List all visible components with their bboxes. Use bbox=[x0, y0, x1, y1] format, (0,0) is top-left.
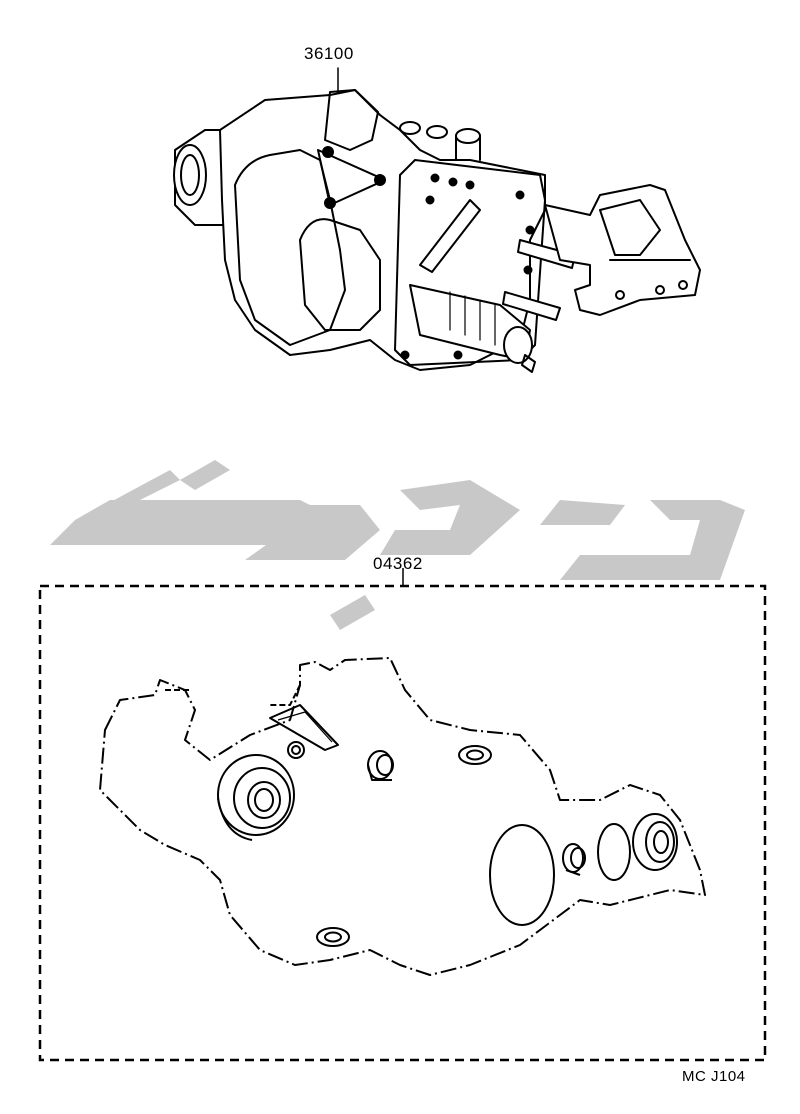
figure-reference: MC J104 bbox=[682, 1068, 746, 1085]
kit-boundary bbox=[38, 568, 767, 1062]
watermark-logo bbox=[50, 460, 745, 630]
gasket-kit-drawing bbox=[99, 657, 706, 976]
kit-part-number: 04362 bbox=[373, 554, 423, 573]
assembly-part-number: 36100 bbox=[304, 44, 354, 63]
transfer-assembly-drawing bbox=[173, 67, 701, 373]
